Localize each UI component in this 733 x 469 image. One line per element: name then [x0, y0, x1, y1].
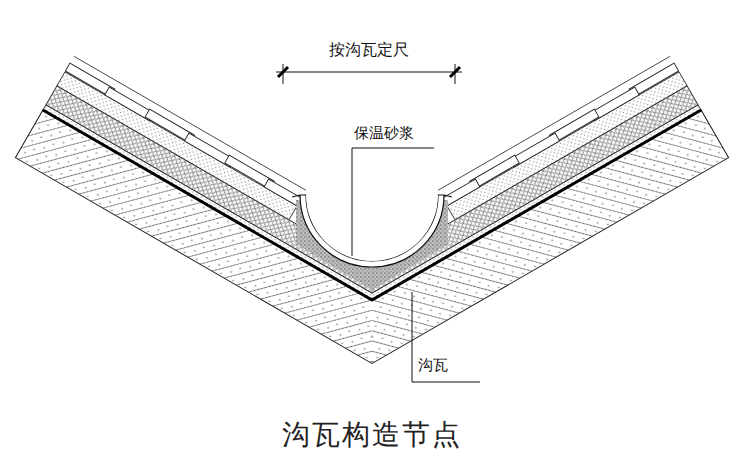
- part-callout: 沟瓦: [418, 356, 448, 374]
- material-callout: 保温砂浆: [354, 124, 414, 142]
- caption: 沟瓦构造节点: [282, 418, 462, 452]
- dimension-label: 按沟瓦定尺: [329, 40, 409, 59]
